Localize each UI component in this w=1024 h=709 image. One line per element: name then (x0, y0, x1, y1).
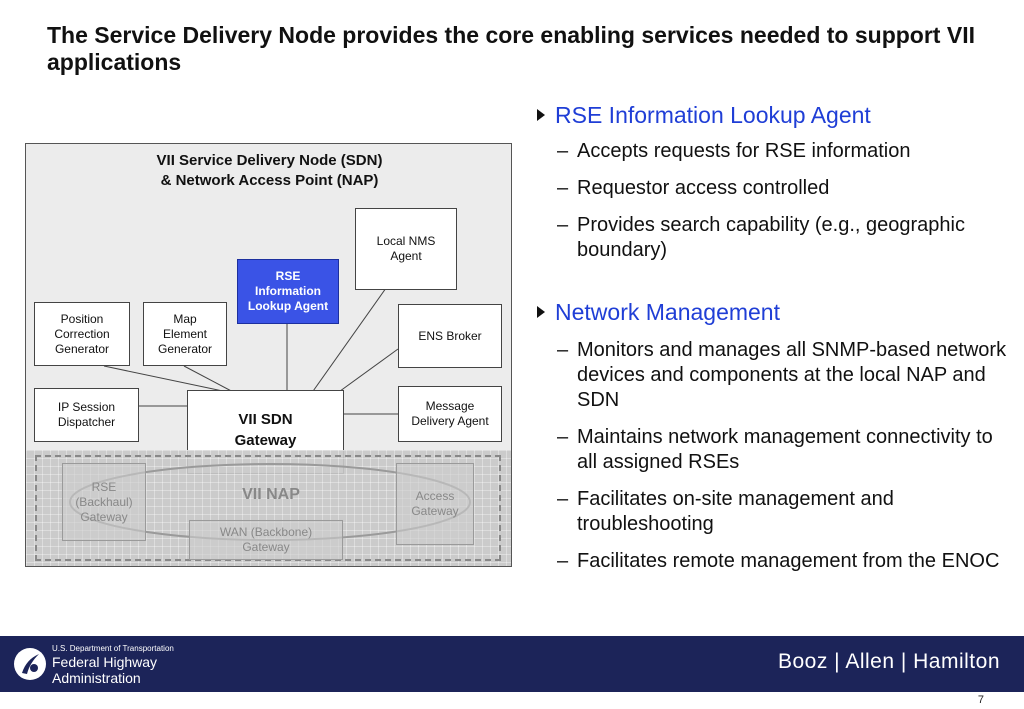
dept-label: U.S. Department of Transportation (52, 644, 174, 653)
diagram-title: VII Service Delivery Node (SDN) & Networ… (156, 152, 383, 189)
connector-lines (103, 273, 399, 415)
slide-title: The Service Delivery Node provides the c… (47, 22, 975, 75)
ip-session-box: IP Session Dispatcher (34, 388, 139, 442)
fhwa-logo-icon (14, 648, 46, 680)
sub-bullet: –Facilitates on-site management and trou… (557, 488, 894, 535)
nap-overlay: VII NAP RSE (Backhaul) Gateway Access Ga… (26, 450, 511, 566)
bullet-arrow-icon (537, 306, 545, 318)
sub-bullet: –Monitors and manages all SNMP-based net… (557, 339, 1007, 411)
sub-bullet: –Facilitates remote management from the … (557, 550, 1000, 572)
sub-bullet: –Requestor access controlled (557, 177, 830, 199)
sdn-diagram: VII Service Delivery Node (SDN) & Networ… (25, 143, 512, 567)
access-gateway-box: Access Gateway (396, 463, 474, 545)
bullet-list: RSE Information Lookup Agent –Accepts re… (537, 102, 1017, 574)
wan-backbone-gateway-box: WAN (Backbone) Gateway (189, 520, 343, 560)
rse-backhaul-gateway-box: RSE (Backhaul) Gateway (62, 463, 146, 541)
agency-name: Federal Highway Administration (52, 654, 158, 686)
bullet-heading: RSE Information Lookup Agent (537, 102, 1017, 129)
rse-lookup-agent-box: RSE Information Lookup Agent (237, 259, 339, 324)
bullet-heading: Network Management (537, 299, 1017, 326)
page-number: 7 (977, 694, 984, 706)
message-delivery-box: Message Delivery Agent (398, 386, 502, 442)
company-logo-text: Booz | Allen | Hamilton (777, 650, 1000, 673)
position-correction-box: Position Correction Generator (34, 302, 130, 366)
local-nms-agent-box: Local NMS Agent (355, 208, 457, 290)
ens-broker-box: ENS Broker (398, 304, 502, 368)
nap-label: VII NAP (242, 486, 300, 503)
sub-bullet: –Provides search capability (e.g., geogr… (557, 214, 965, 261)
sub-bullet: –Maintains network management connectivi… (557, 426, 993, 473)
sub-bullet: –Accepts requests for RSE information (557, 140, 911, 162)
bullet-arrow-icon (537, 109, 545, 121)
footer-bar: U.S. Department of Transportation Federa… (0, 636, 1024, 692)
map-element-box: Map Element Generator (143, 302, 227, 366)
nap-boundary (35, 455, 501, 561)
